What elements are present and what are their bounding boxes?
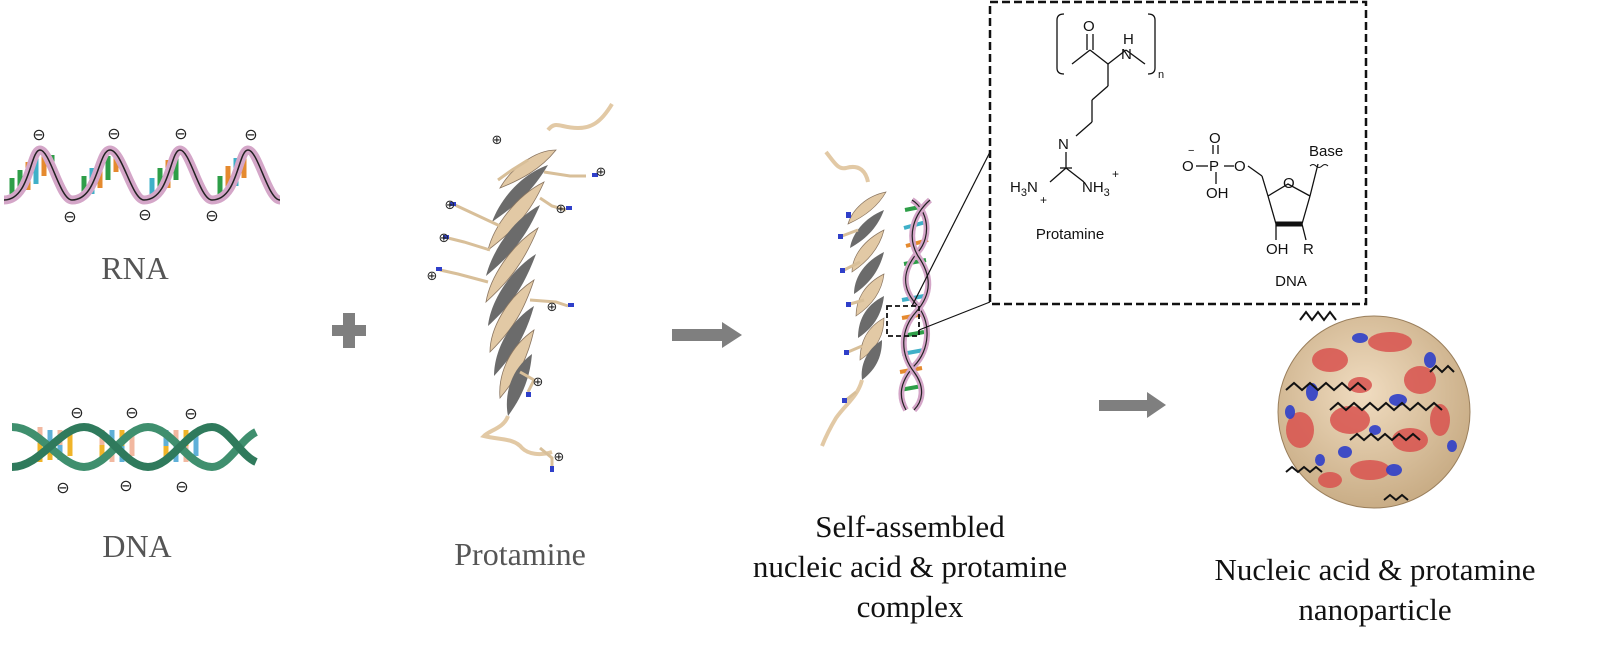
svg-text:⊕: ⊕ (596, 165, 607, 180)
svg-text:Base: Base (1309, 143, 1343, 160)
protamine-helix: ⊕ ⊕ ⊕ ⊕ ⊕ ⊕ ⊕ ⊕ ⊕ (427, 102, 614, 472)
dna-label: DNA (102, 528, 172, 564)
svg-text:⊖: ⊖ (138, 205, 151, 224)
svg-text:⊖: ⊖ (184, 404, 197, 423)
nanoparticle-wrapping-strands (1285, 310, 1455, 502)
nanoparticle-label: Nucleic acid & protamine nanoparticle (1190, 550, 1560, 630)
protamine-nitrogen-tips (436, 173, 598, 472)
nanoparticle (1277, 310, 1471, 509)
nanoparticle-label-line2: nanoparticle (1298, 592, 1452, 627)
svg-text:⊕: ⊕ (533, 375, 544, 390)
svg-text:+: + (1112, 167, 1119, 181)
svg-text:⊖: ⊖ (174, 124, 187, 143)
svg-text:H: H (1123, 31, 1134, 48)
svg-text:OH: OH (1206, 185, 1229, 202)
svg-text:⊖: ⊖ (244, 125, 257, 144)
svg-text:NH3: NH3 (1082, 179, 1110, 199)
complex-structure (820, 150, 991, 447)
dna-negative-charges: ⊖ ⊖ ⊖ ⊖ ⊖ ⊖ (56, 403, 197, 497)
complex-protamine-ribbon (847, 191, 887, 380)
svg-text:O: O (1283, 175, 1295, 192)
svg-text:N: N (1058, 136, 1069, 153)
complex-label-line2: nucleic acid & protamine (752, 549, 1068, 584)
chemistry-inset: O H N n N H3N + NH3 + Protamine (988, 0, 1368, 306)
svg-text:⊕: ⊕ (556, 202, 567, 217)
protamine-side-chains (439, 158, 586, 466)
inset-frame (988, 0, 1368, 306)
svg-text:⊖: ⊖ (119, 476, 132, 495)
svg-text:O: O (1083, 18, 1095, 35)
complex-label: Self-assembled nucleic acid & protamine … (720, 507, 1100, 627)
complex-label-line1: Self-assembled (815, 509, 1005, 544)
protamine-structure-caption: Protamine (1036, 226, 1104, 243)
svg-text:⊕: ⊕ (439, 231, 450, 246)
svg-text:⊖: ⊖ (70, 403, 83, 422)
svg-text:⊖: ⊖ (205, 206, 218, 225)
dna-structure (1196, 145, 1329, 241)
arrow-right-icon-2 (1099, 392, 1166, 418)
protamine-positive-charges: ⊕ ⊕ ⊕ ⊕ ⊕ ⊕ ⊕ ⊕ ⊕ (427, 133, 607, 465)
rna-helix: ⊖ ⊖ ⊖ ⊖ ⊖ ⊖ ⊖ (3, 124, 282, 226)
protamine-atom-labels: O H N n N H3N + NH3 + (1010, 18, 1164, 207)
svg-text:⊖: ⊖ (32, 125, 45, 144)
svg-text:OH: OH (1266, 241, 1289, 258)
svg-text:⊖: ⊖ (56, 478, 69, 497)
complex-dna-strand (898, 197, 933, 413)
svg-text:O: O (1182, 158, 1194, 175)
zoom-line-bottom (918, 301, 991, 331)
protamine-ribbon (485, 149, 557, 416)
svg-text:R: R (1303, 241, 1314, 258)
protamine-structure (1049, 13, 1156, 183)
svg-text:⊖: ⊖ (107, 124, 120, 143)
svg-text:⊖: ⊖ (125, 403, 138, 422)
svg-text:N: N (1121, 46, 1132, 63)
rna-label: RNA (101, 250, 169, 286)
arrow-right-icon (672, 322, 742, 348)
zoom-line-top (911, 151, 991, 307)
svg-text:⊖: ⊖ (175, 477, 188, 496)
svg-text:⊕: ⊕ (445, 198, 456, 213)
zoom-box (886, 305, 920, 337)
svg-text:⊕: ⊕ (554, 450, 565, 465)
dna-helix: ⊖ ⊖ ⊖ ⊖ ⊖ ⊖ (11, 403, 259, 497)
plus-icon (332, 313, 366, 348)
svg-text:⊕: ⊕ (492, 133, 503, 148)
dna-structure-caption: DNA (1275, 273, 1307, 290)
svg-text:⊕: ⊕ (547, 300, 558, 315)
svg-text:H3N: H3N (1010, 179, 1038, 199)
svg-text:P: P (1209, 158, 1219, 175)
svg-text:+: + (1040, 193, 1047, 207)
svg-text:⊕: ⊕ (427, 269, 438, 284)
svg-text:−: − (1188, 145, 1194, 157)
complex-label-line3: complex (856, 589, 964, 624)
nanoparticle-label-line1: Nucleic acid & protamine (1214, 552, 1536, 587)
svg-text:O: O (1209, 130, 1221, 147)
svg-text:O: O (1234, 158, 1246, 175)
dna-atom-labels: − O P O OH O O Base OH R (1182, 130, 1343, 258)
rna-negative-charges: ⊖ ⊖ ⊖ ⊖ ⊖ ⊖ ⊖ (32, 124, 257, 226)
svg-text:⊖: ⊖ (63, 207, 76, 226)
svg-text:n: n (1158, 69, 1164, 81)
protamine-label: Protamine (454, 536, 586, 572)
